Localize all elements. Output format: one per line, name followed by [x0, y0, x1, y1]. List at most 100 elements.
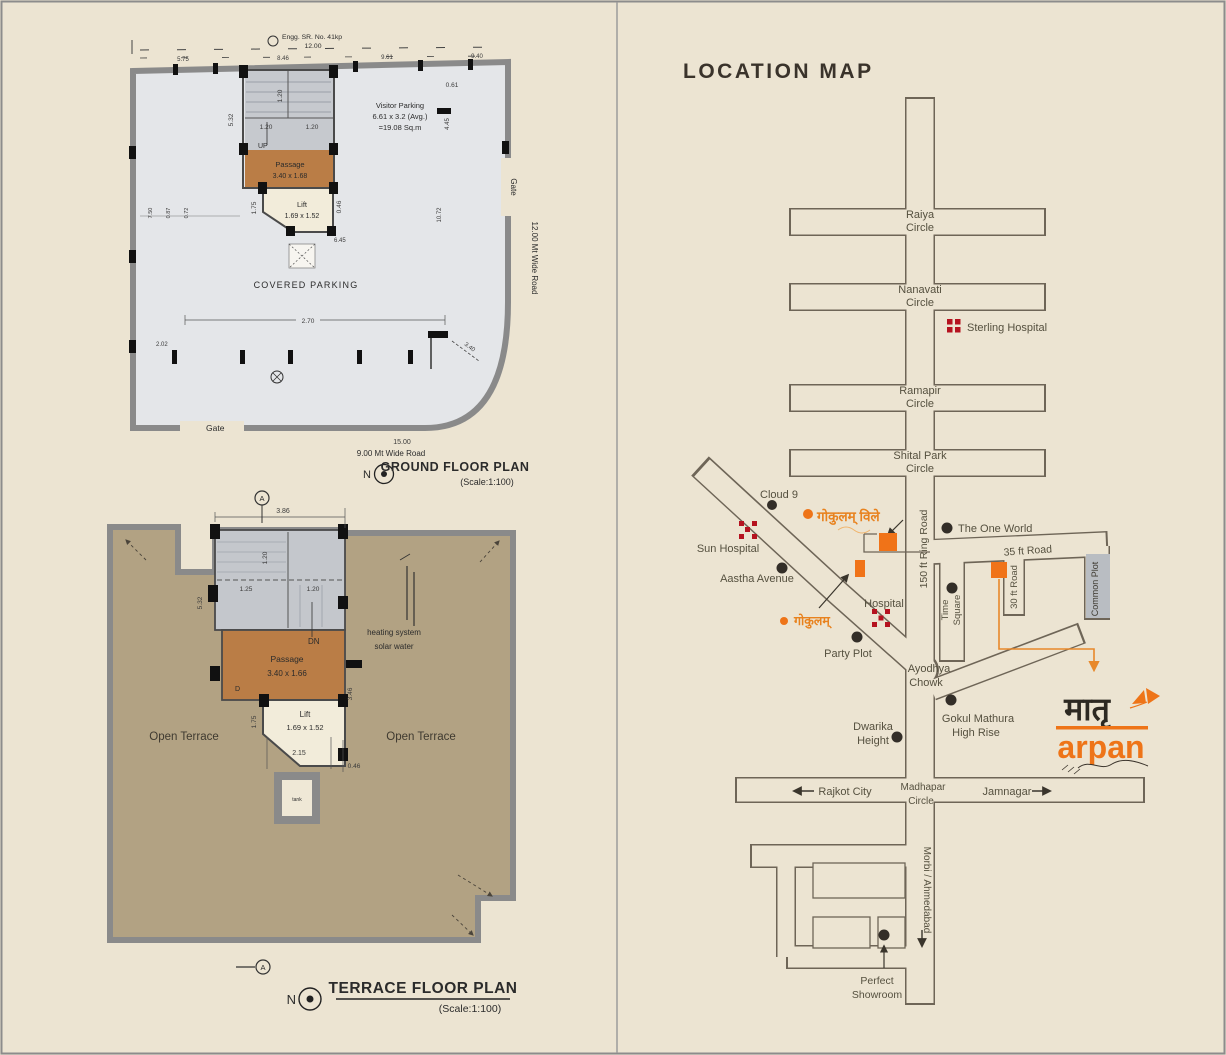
ground-dim: 2.70: [302, 318, 315, 325]
gokul-mathura-label2: High Rise: [952, 727, 1000, 739]
terrace-dim: 1.25: [240, 586, 253, 593]
logo-headline-bar: [1056, 726, 1148, 730]
gokulam-ville-flourish: [837, 526, 871, 534]
section-letter: A: [259, 494, 264, 503]
sterling-hospital-label: Sterling Hospital: [967, 322, 1047, 334]
perfect-showroom-label: Perfect: [860, 975, 893, 987]
ground-dim: 5.32: [228, 113, 235, 126]
terrace-slope-arrows: [125, 539, 500, 936]
logo-devanagari-text: मातृ: [1063, 691, 1112, 730]
visitor-parking-line2: 6.61 x 3.2 (Avg.): [373, 112, 428, 121]
location-map-title: LOCATION MAP: [683, 60, 874, 83]
common-plot-area: [1086, 554, 1110, 618]
ground-dim: 5.75: [177, 57, 189, 63]
raiya-circle-label2: Circle: [906, 222, 934, 234]
one-world-label: The One World: [958, 523, 1032, 535]
butterfly-icon: [1129, 688, 1160, 709]
terrace-dn-label: DN: [308, 637, 320, 646]
ground-dim: 8.46: [277, 56, 289, 62]
ground-up-label: UP: [258, 143, 268, 150]
common-plot-label: Common Plot: [1090, 561, 1100, 616]
ground-passage-room: [245, 150, 333, 188]
cloud9-dot: [767, 500, 777, 510]
logo-signature-flourish: [1077, 759, 1149, 769]
ground-stair-treads: [245, 71, 333, 119]
terrace-stair-treads: [217, 541, 323, 627]
ground-road-dim: 15.00: [393, 439, 411, 446]
ground-road-right-label: 12.00 Mt Wide Road: [530, 222, 539, 295]
terrace-door-label: D: [235, 686, 240, 693]
gokulam-ville-label: गोकुलम् विले: [816, 508, 880, 525]
north-letter: N: [287, 992, 296, 1007]
ground-plan-outline: [130, 58, 511, 431]
ground-dim: 10.72: [437, 207, 443, 223]
dwarika-height-label2: Height: [857, 735, 889, 747]
terrace-dim: 5.32: [197, 596, 204, 609]
ground-top-dimension-ticks: [131, 40, 507, 59]
ground-dim: 1.20: [277, 89, 284, 102]
ground-dim: 0.87: [166, 208, 172, 219]
road-35ft-label: 35 ft Road: [1003, 543, 1052, 558]
ground-plan-title: GROUND FLOOR PLAN: [381, 460, 530, 474]
raiya-circle-label: Raiya: [906, 209, 935, 221]
perfect-showroom-label2: Showroom: [852, 989, 902, 1001]
ayodhya-junction-fill: [907, 655, 937, 685]
ground-parking-symbol: [270, 370, 284, 384]
ground-lift-label: Lift: [297, 200, 308, 209]
logo-latin-text: arpan: [1057, 729, 1144, 765]
terrace-dim: 1.75: [251, 715, 258, 728]
sterling-hospital-icon: [947, 319, 961, 333]
nanavati-circle-label2: Circle: [906, 297, 934, 309]
rajkot-city-label: Rajkot City: [818, 786, 872, 798]
gokulam-label: गोकुलम्: [793, 613, 833, 629]
dwarika-height-label: Dwarika: [853, 721, 894, 733]
ground-dim: 9.61: [381, 55, 393, 61]
time-square-label: Time: [940, 600, 951, 621]
ground-dim: 2.02: [156, 342, 168, 348]
ground-dim: 0.61: [446, 82, 459, 89]
terrace-water-tank: tank: [274, 772, 320, 824]
ground-survey-note-dim: 12.00: [304, 43, 321, 50]
ramapir-circle-label2: Circle: [906, 398, 934, 410]
ramapir-circle-label: Ramapir: [899, 385, 941, 397]
time-square-label2: Square: [952, 595, 963, 626]
covered-parking-label: COVERED PARKING: [254, 280, 359, 290]
terrace-floor-plan: 1.25 1.20 1.20 5.32 DN Passage 3.40 x 1.…: [107, 490, 517, 1015]
ground-corner-dim-line: [451, 340, 480, 362]
nanavati-circle-label: Nanavati: [898, 284, 941, 296]
terrace-north-symbol: N: [287, 987, 322, 1011]
party-plot-label: Party Plot: [824, 648, 872, 660]
ground-dim: 1.20: [306, 124, 319, 131]
terrace-dim: 0.46: [348, 763, 361, 770]
hospital-label: Hospital: [864, 598, 904, 610]
shital-park-circle-label: Shital Park: [893, 450, 947, 462]
morbi-ahmedabad-label: Morbi / Ahmedabad: [921, 847, 932, 934]
ayodhya-chowk-label2: Chowk: [909, 677, 943, 689]
terrace-dim: 3.46: [347, 687, 354, 700]
ground-dim: 1.75: [251, 201, 258, 214]
gokul-mathura-label: Gokul Mathura: [942, 713, 1015, 725]
open-terrace-right-label: Open Terrace: [386, 731, 455, 743]
gokulam-arrow: [818, 573, 850, 609]
section-letter: A: [260, 963, 265, 972]
tank-label: tank: [292, 797, 302, 803]
ground-dim: 0.72: [184, 208, 190, 219]
terrace-dim: 2.15: [292, 750, 306, 757]
ground-dim: 7.50: [148, 208, 154, 219]
terrace-passage-size: 3.40 x 1.66: [267, 669, 307, 678]
party-plot-dot: [851, 631, 863, 643]
gokul-mathura-dot: [945, 694, 957, 706]
ground-dim: 0.46: [336, 200, 343, 213]
site-marker-arpan: [991, 562, 1007, 578]
ground-lift-size: 1.69 x 1.52: [285, 213, 320, 220]
sun-hospital-label: Sun Hospital: [697, 543, 759, 555]
solar-water-system: heating system solar water: [367, 553, 421, 651]
visitor-parking-line1: Visitor Parking: [376, 101, 424, 110]
ground-dim: 9.40: [471, 54, 483, 60]
ground-north-symbol: N: [363, 463, 395, 485]
arpan-logo: मातृ arpan: [1056, 688, 1160, 775]
map-building-blocks: [812, 862, 906, 949]
ground-wall-jambs: [239, 65, 338, 236]
gokulam-ville-arrow: [886, 519, 904, 537]
